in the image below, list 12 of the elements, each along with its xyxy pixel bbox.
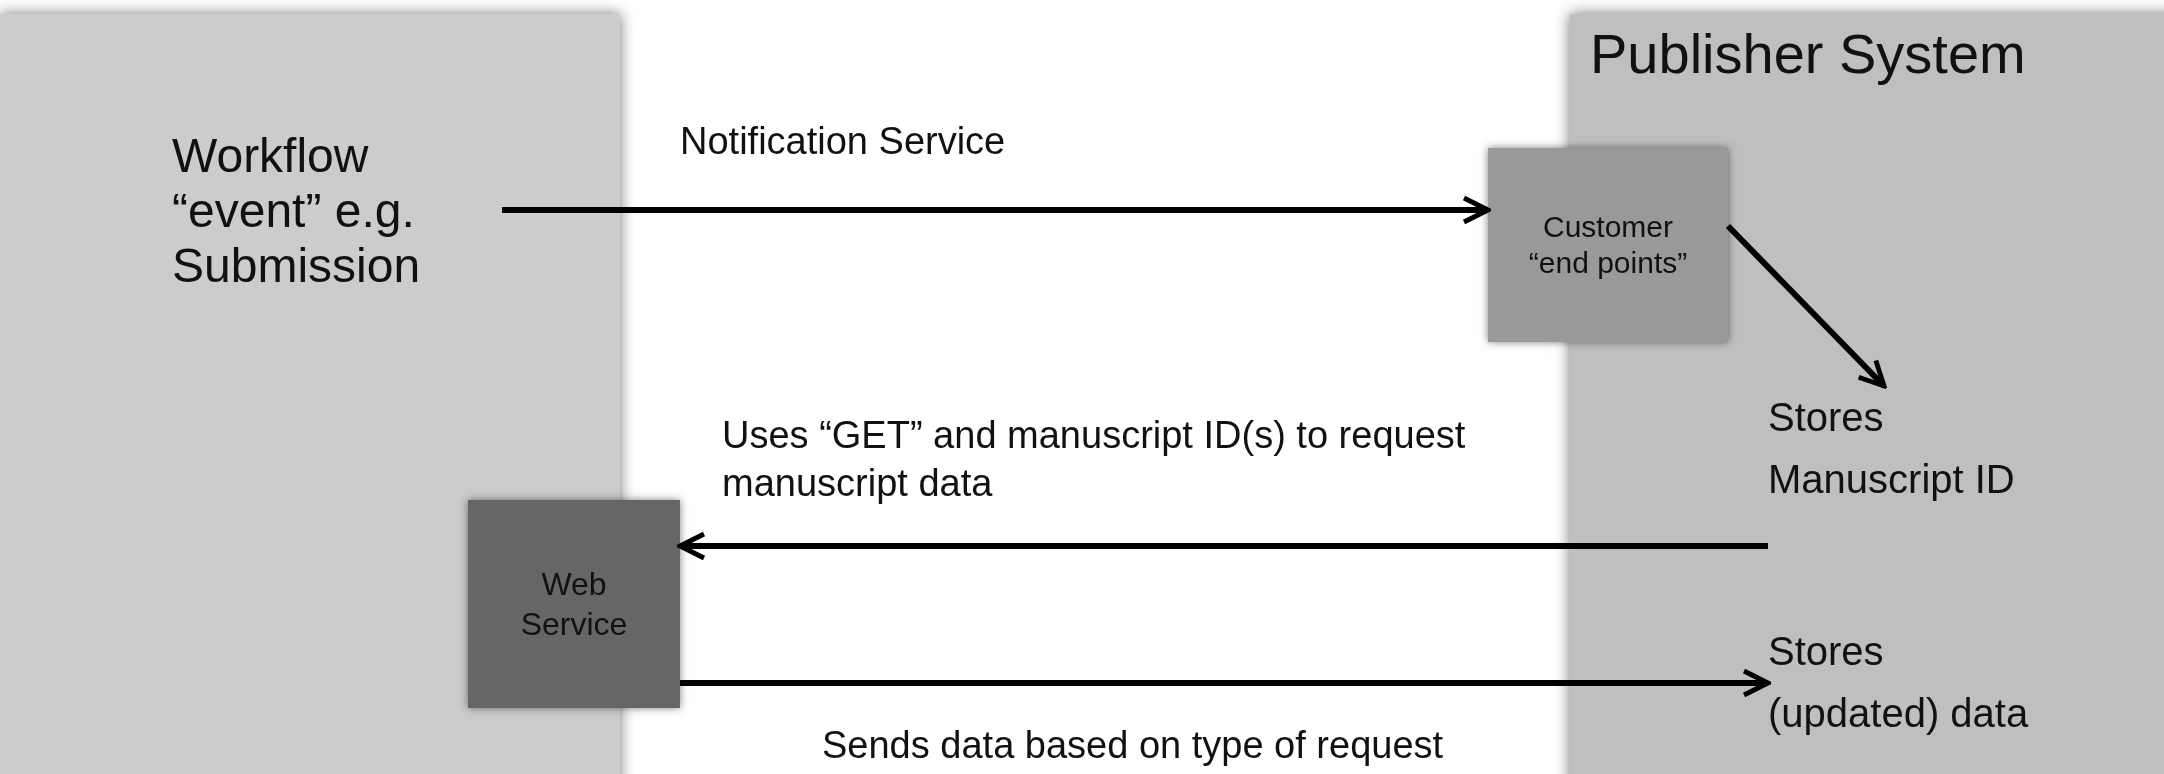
service-box: Web Service — [468, 500, 680, 708]
arrow — [677, 531, 1768, 561]
storage-text: Stores Manuscript ID — [1768, 386, 2018, 586]
arrow — [680, 668, 1771, 698]
edge-label: Uses “GET” and manuscript ID(s) to request manuscript data — [722, 413, 1467, 506]
event-text: Workflow “event” e.g. Submission — [172, 128, 502, 308]
storage-text: Stores (updated) data — [1768, 620, 2058, 750]
arrow — [502, 195, 1491, 225]
arrow — [1725, 223, 1887, 389]
edge-label: Sends data based on type of request — [822, 723, 1444, 768]
endpoint-box: Customer “end points” — [1488, 148, 1728, 342]
edge-label: Notification Service — [680, 119, 1006, 164]
